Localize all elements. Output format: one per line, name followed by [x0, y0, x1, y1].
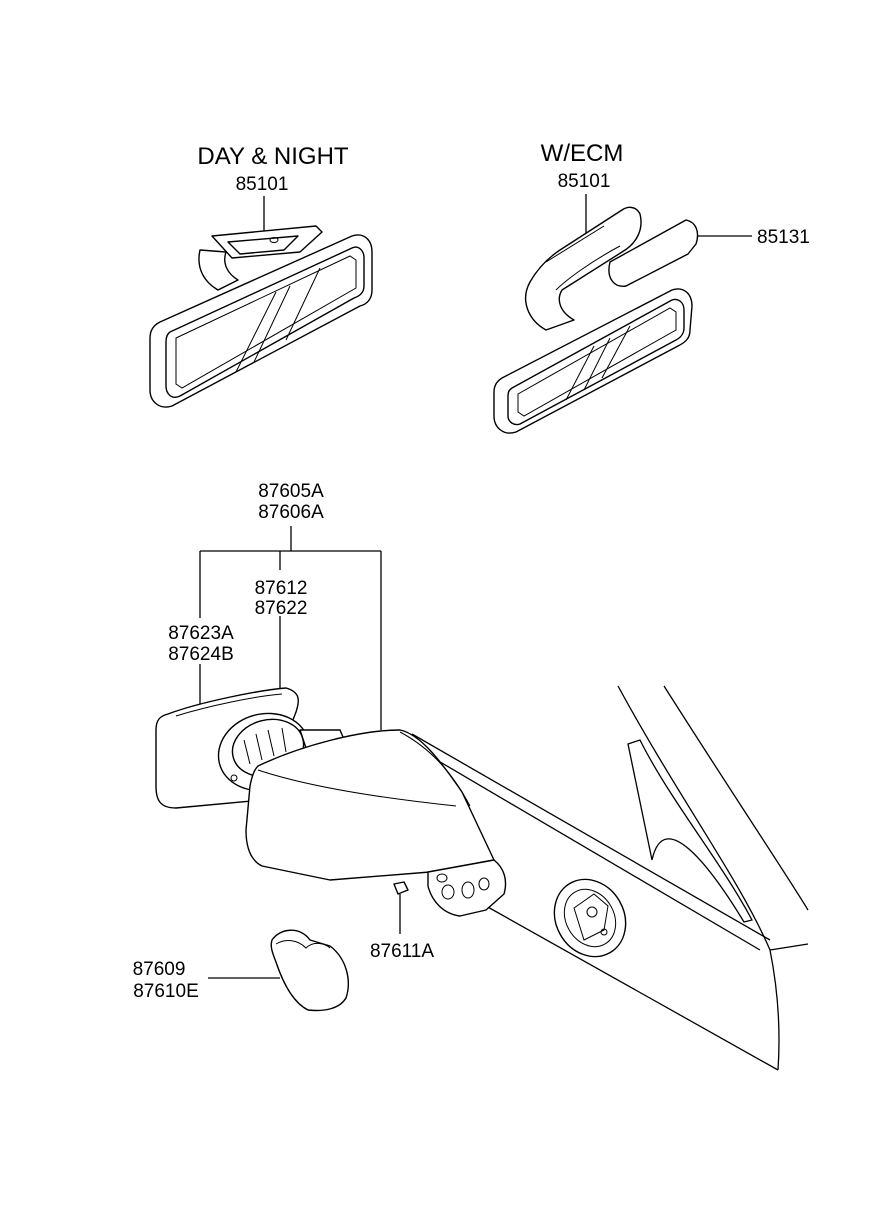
ecm-stay-edge [545, 225, 621, 291]
day-night-glass-inner [175, 255, 357, 389]
day-night-reflection-1 [235, 291, 277, 373]
actuator-number-2: 87622 [255, 598, 308, 619]
door-top-line [411, 733, 771, 941]
cover-number-1: 87609 [133, 959, 186, 980]
ecm-reflection-2 [583, 337, 611, 391]
mounting-screw [393, 881, 409, 934]
ecm-glass-inner [517, 307, 677, 417]
outside-mirror-group: 87605A 87606A 87612 87622 87623A 87624B [133, 481, 809, 1071]
door-front-edge [617, 685, 780, 1071]
door-bottom-line [485, 905, 779, 1071]
assembly-number-2: 87606A [258, 502, 324, 523]
ecm-label: W/ECM [541, 140, 624, 167]
day-night-label: DAY & NIGHT [197, 143, 348, 170]
ecm-part-number: 85101 [558, 171, 611, 192]
outer-mirror-housing-crease [257, 769, 457, 807]
door-belt-edge [769, 943, 809, 951]
day-night-reflection-2 [253, 285, 291, 363]
actuator-number-1: 87612 [255, 578, 308, 599]
ecm-cover-part-number: 85131 [757, 227, 810, 248]
mirror-cover-cap-edge [275, 940, 331, 949]
day-night-stay [198, 249, 239, 291]
outer-mirror-base [427, 859, 507, 917]
ecm-mirror-group: W/ECM 85101 85131 [493, 140, 810, 434]
day-night-reflection-3 [285, 267, 321, 341]
door-mount-hole [553, 878, 627, 958]
day-night-part-number: 85101 [236, 174, 289, 195]
door-window-edge [663, 685, 809, 911]
ecm-glass [507, 298, 685, 426]
window-frame [627, 739, 753, 923]
glass-number-2: 87624B [168, 644, 234, 665]
glass-number-1: 87623A [168, 623, 234, 644]
outer-mirror-glass-edge [175, 693, 283, 717]
ecm-cover [608, 219, 699, 287]
day-night-glass [165, 246, 365, 398]
ecm-reflection-1 [565, 345, 595, 401]
day-night-mirror-group: DAY & NIGHT 85101 [149, 143, 373, 408]
cover-number-2: 87610E [133, 981, 199, 1002]
assembly-number-1: 87605A [258, 481, 324, 502]
mirror-cover-cap [270, 929, 349, 1012]
door-top-line-2 [429, 755, 761, 951]
outer-mirror-housing-edge [399, 731, 471, 807]
screw-number: 87611A [370, 941, 434, 962]
ecm-reflection-3 [601, 325, 631, 379]
day-night-mount-hole [269, 237, 279, 243]
